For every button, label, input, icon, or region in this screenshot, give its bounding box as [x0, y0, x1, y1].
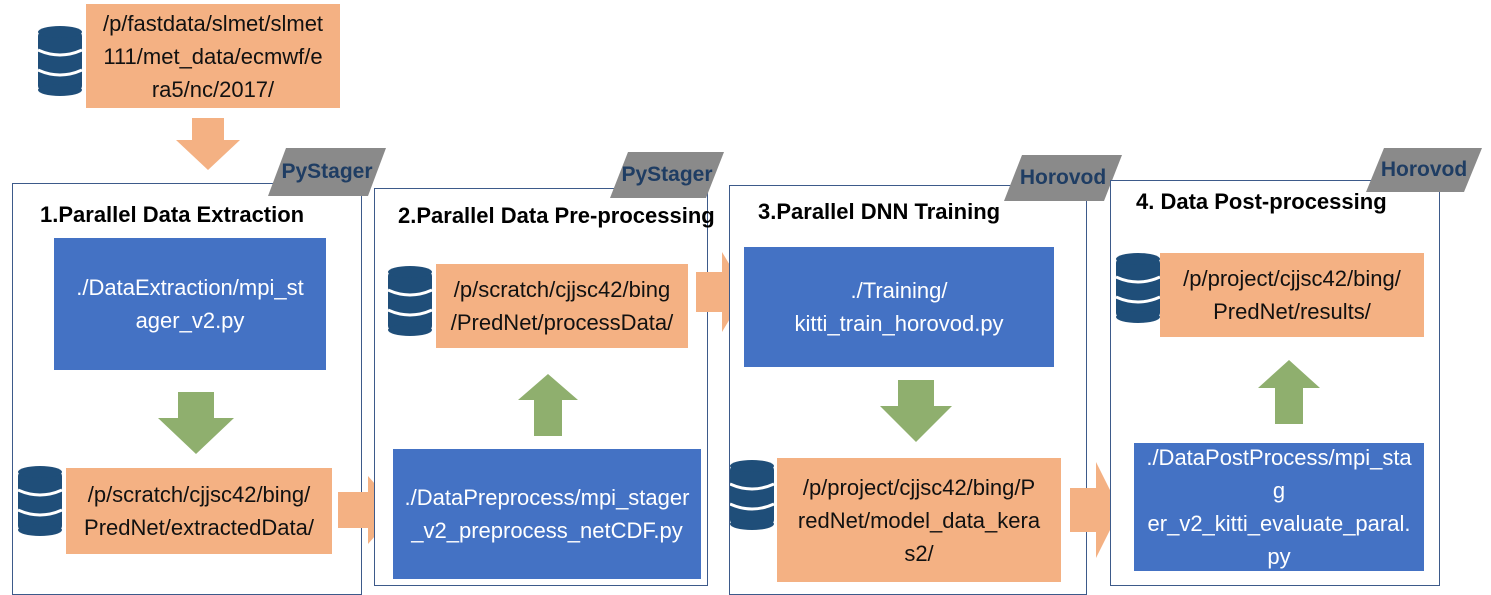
stage-2-title: 2.Parallel Data Pre-processing: [398, 203, 715, 228]
stage-3-down-arrow: [880, 380, 952, 442]
stage-2-tool-tag: PyStager: [610, 152, 724, 198]
database-icon-stage-3: [730, 460, 774, 530]
database-icon-source: [38, 26, 82, 96]
stage-4-up-arrow: [1258, 360, 1320, 424]
stage-4-title: 4. Data Post-processing: [1136, 189, 1387, 214]
stage-3-output-data: /p/project/cjjsc42/bing/P redNet/model_d…: [777, 458, 1061, 582]
stage-3-title: 3.Parallel DNN Training: [758, 199, 1001, 224]
stage-3-script: ./Training/ kitti_train_horovod.py: [744, 247, 1054, 367]
stage-4-output-data: /p/project/cjjsc42/bing/ PredNet/results…: [1160, 253, 1424, 337]
stage-1-script: ./DataExtraction/mpi_st ager_v2.py: [54, 238, 326, 370]
stage-2-script: ./DataPreprocess/mpi_stager _v2_preproce…: [393, 449, 701, 579]
stage-1-output-data: /p/scratch/cjjsc42/bing/ PredNet/extract…: [66, 468, 332, 554]
database-icon-stage-2: [388, 266, 432, 336]
stage-1-down-arrow: [158, 392, 234, 454]
stage-1-tool-tag: PyStager: [268, 148, 386, 196]
stage-4-script: ./DataPostProcess/mpi_stag er_v2_kitti_e…: [1134, 443, 1424, 571]
stage-1-title: 1.Parallel Data Extraction: [40, 202, 305, 227]
stage-2-up-arrow: [518, 374, 578, 436]
arrow-stage3-to-stage4: [1070, 462, 1120, 558]
database-icon-stage-4: [1116, 253, 1160, 323]
stage-2-output-data: /p/scratch/cjjsc42/bing /PredNet/process…: [436, 264, 688, 348]
stage-4-tool-tag: Horovod: [1366, 148, 1482, 192]
database-icon-stage-1: [18, 466, 62, 536]
down-arrow-source: [176, 118, 240, 170]
stage-3-tool-tag: Horovod: [1004, 155, 1122, 201]
source-data-path: /p/fastdata/slmet/slmet 111/met_data/ecm…: [86, 4, 340, 108]
